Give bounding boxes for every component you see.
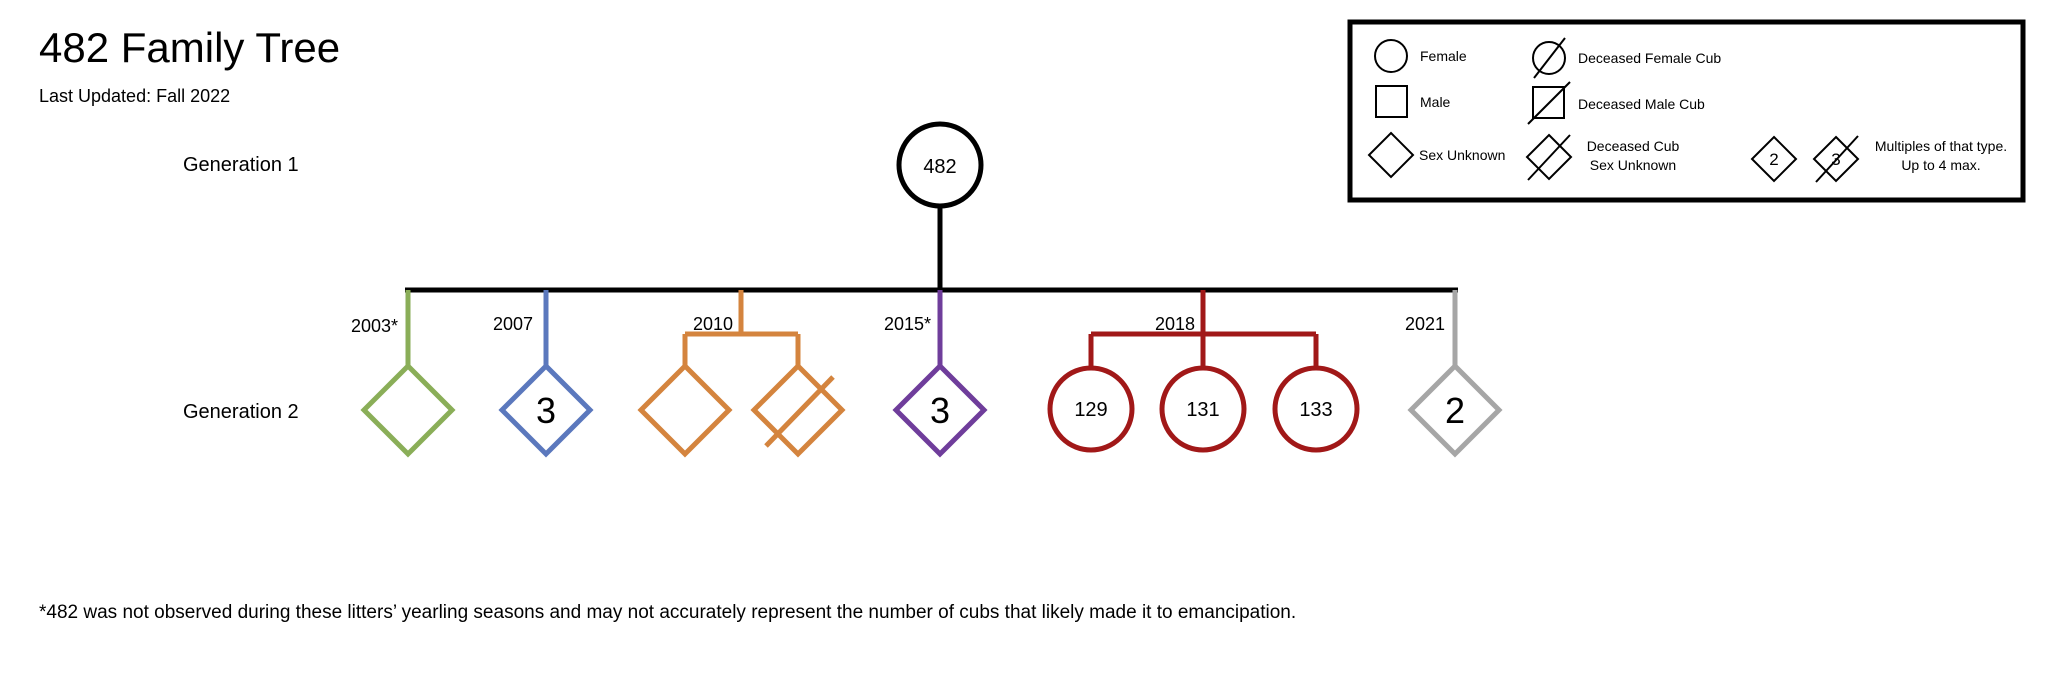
legend-multiple-example-number: 2 [1769,150,1778,169]
legend-deceased-unknown-label-1: Deceased Cub [1587,138,1680,154]
legend-multiples-label-1: Multiples of that type. [1875,138,2007,154]
litter-2010-deceased-slash [764,375,835,448]
litter-2010-sex-unknown-cub [637,362,733,458]
legend-male-symbol [1375,85,1408,118]
litter-2010-year: 2010 [693,314,733,334]
legend-deceased-male-label: Deceased Male Cub [1578,96,1705,112]
litter-2003-year: 2003* [351,316,398,336]
litter-2021-sex-unknown-cubs [1407,362,1503,458]
female-cub-131-label: 131 [1186,399,1219,421]
litter-2018-year: 2018 [1155,314,1195,334]
litter-2021-year: 2021 [1405,314,1445,334]
page-title: 482 Family Tree [39,24,341,71]
legend-multiple-deceased-slash [1815,135,1859,183]
litter-2007-sex-unknown-cubs [498,362,594,458]
litter-2003-sex-unknown-cub [360,362,456,458]
litter-2015-year: 2015* [884,314,931,334]
last-updated: Last Updated: Fall 2022 [39,86,231,106]
legend: Female Male Sex Unknown Deceased Female … [1347,19,2026,203]
legend-deceased-female-slash [1533,37,1566,79]
litter-2015-count: 3 [930,390,950,431]
litter-2015-sex-unknown-cubs [892,362,988,458]
generation-1-label: Generation 1 [183,154,299,176]
litter-2007-year: 2007 [493,314,533,334]
legend-male-label: Male [1420,94,1451,110]
generation-2-label: Generation 2 [183,401,299,423]
legend-multiple-example-symbol [1750,135,1798,183]
legend-box [1347,19,2026,203]
footnote: *482 was not observed during these litte… [39,602,1297,623]
legend-multiples-label-2: Up to 4 max. [1901,157,1980,173]
legend-female-label: Female [1420,48,1467,64]
mother-482-label: 482 [923,156,956,178]
legend-sex-unknown-symbol [1367,131,1415,179]
female-cub-131 [1159,365,1247,453]
legend-deceased-unknown-label-2: Sex Unknown [1590,157,1676,173]
legend-sex-unknown-label: Sex Unknown [1419,147,1505,163]
litter-2021-count: 2 [1445,390,1465,431]
legend-female-symbol [1374,39,1408,73]
legend-deceased-male-slash [1527,81,1571,125]
female-cub-133-label: 133 [1299,399,1332,421]
female-cub-129 [1047,365,1135,453]
litter-2007-count: 3 [536,390,556,431]
legend-deceased-female-label: Deceased Female Cub [1578,50,1721,66]
legend-multiple-deceased-example-number: 3 [1831,150,1840,169]
legend-deceased-unknown-slash [1527,134,1571,181]
female-cub-129-label: 129 [1074,399,1107,421]
female-cub-133 [1272,365,1360,453]
